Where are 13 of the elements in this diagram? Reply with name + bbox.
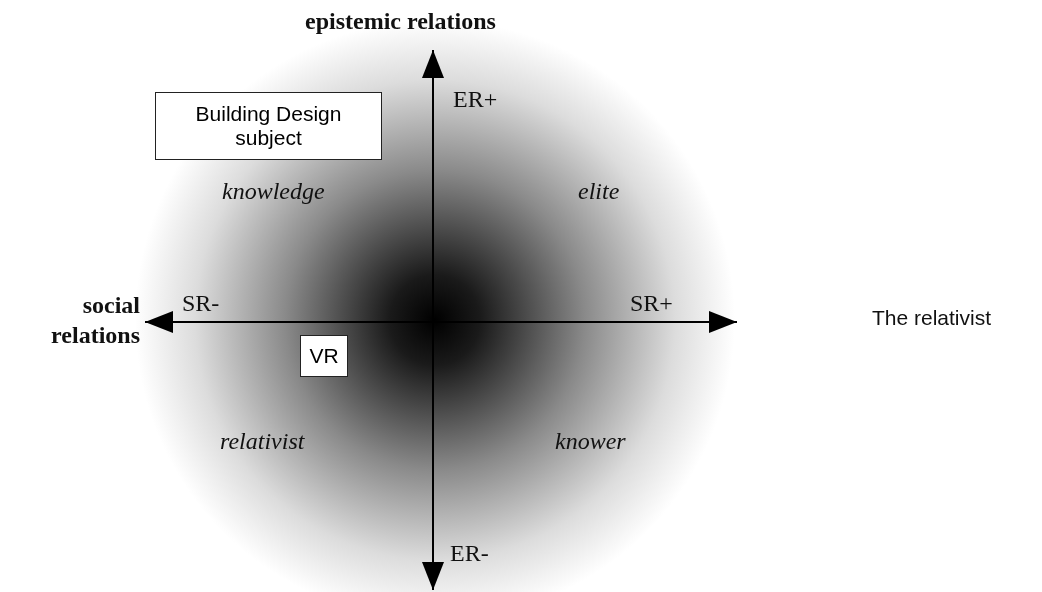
axis-pole-label: ER-: [450, 540, 489, 567]
axis-pole-label: SR+: [630, 290, 673, 317]
axis-pole-label: ER+: [453, 86, 498, 113]
axis-title: social relations: [50, 291, 140, 350]
text-box: Building Design subject: [155, 92, 382, 160]
text-box: VR: [300, 335, 348, 377]
axis-pole-label: SR-: [182, 290, 220, 317]
quadrant-label: knower: [555, 428, 626, 455]
quadrant-label: relativist: [220, 428, 305, 455]
quadrant-label: elite: [578, 178, 620, 205]
side-note: The relativist: [872, 306, 992, 330]
quadrant-label: knowledge: [222, 178, 325, 205]
axis-title: epistemic relations: [305, 8, 496, 35]
